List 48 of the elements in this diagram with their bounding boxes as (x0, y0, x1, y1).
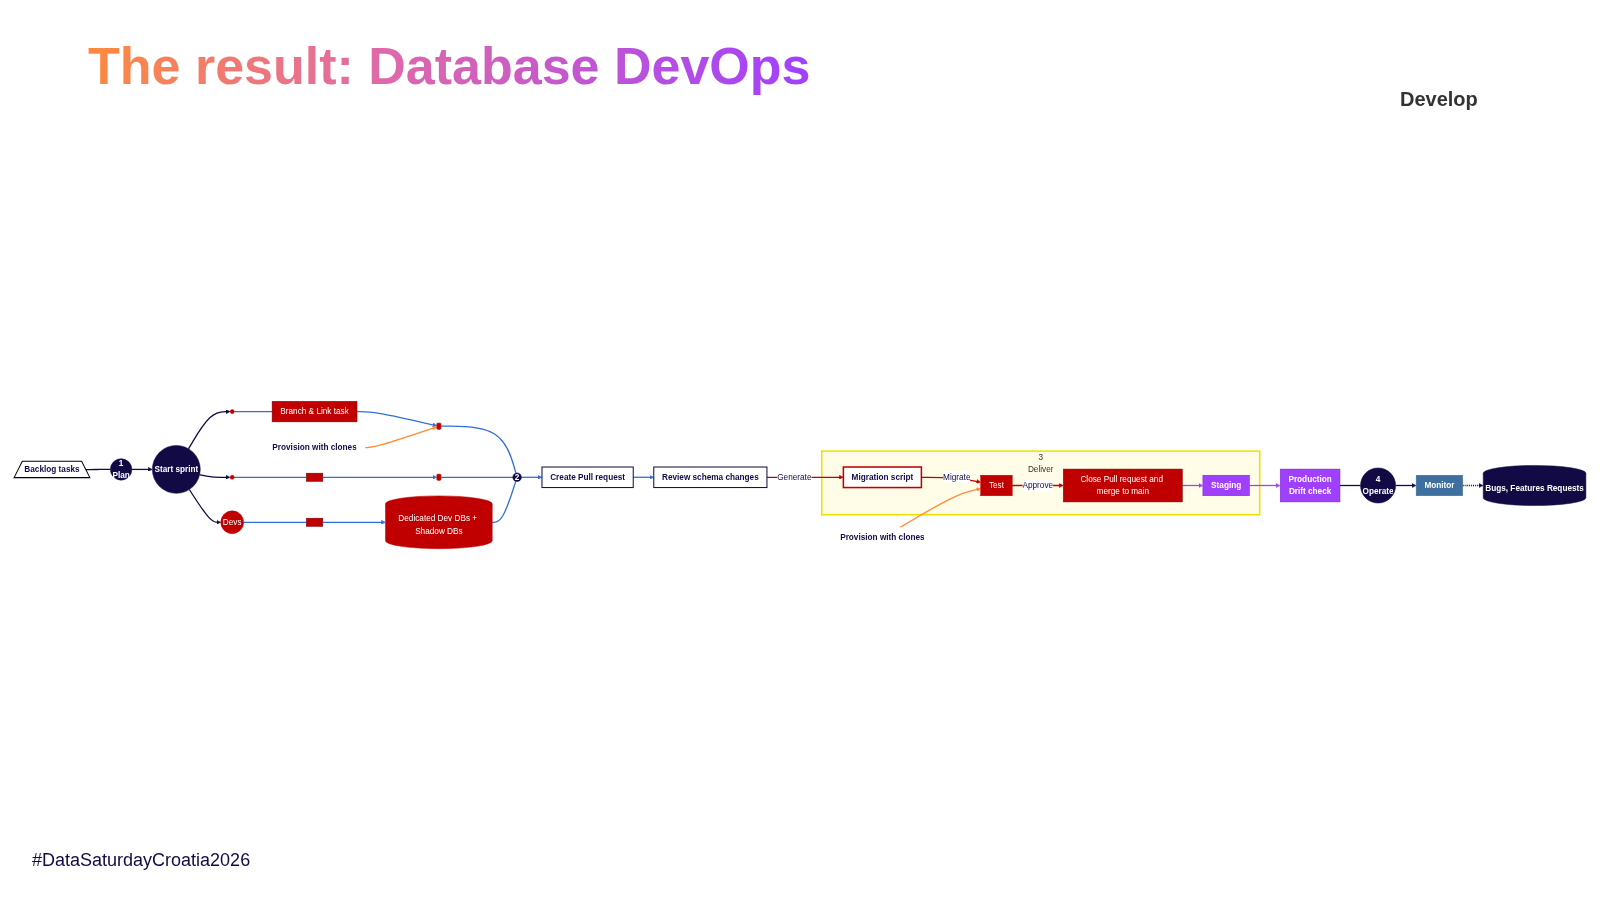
edge-label: Approve (1022, 480, 1054, 490)
arrow (322, 475, 437, 480)
node-folder (306, 472, 323, 482)
arrow (1395, 483, 1417, 488)
connector (1339, 484, 1362, 487)
connector (440, 425, 517, 474)
arrow (1181, 483, 1204, 488)
node-box: Close Pull request and merge to main (1063, 468, 1183, 503)
node-box: Production Drift check (1279, 468, 1341, 503)
node-box: Monitor (1415, 474, 1463, 496)
connector (85, 468, 112, 471)
node-circle: 2 (512, 472, 522, 482)
node-box: Branch & Link task (271, 401, 358, 423)
node-box: Migration script (842, 466, 923, 489)
connector (233, 476, 307, 478)
arrow (356, 410, 437, 428)
connector (440, 476, 514, 478)
node-text: Provision with clones (840, 533, 925, 542)
arrow (199, 474, 231, 480)
node-circle: 1 Plan (110, 458, 133, 481)
edge-label: Generate (777, 472, 812, 482)
node-circle: Start sprint (152, 445, 201, 494)
arrow (188, 488, 221, 525)
arrow (131, 467, 153, 472)
node-circle: 4 Operate (1360, 467, 1396, 504)
node-box: Staging (1202, 474, 1250, 496)
arrow (322, 520, 386, 525)
node-box: Create Pull request (541, 466, 634, 489)
edge-label: Migrate (943, 472, 971, 482)
arrow (899, 487, 981, 529)
node-folder (306, 517, 323, 527)
node-text: Provision with clones (272, 442, 357, 452)
node-circle: Devs (220, 510, 244, 534)
node-person (229, 474, 235, 480)
section-heading: Develop (1400, 88, 1478, 111)
connector (491, 480, 517, 523)
connector (242, 521, 307, 523)
node-cylinder (436, 422, 442, 430)
arrow (1462, 483, 1484, 488)
node-box: Test (980, 474, 1013, 496)
connector (233, 410, 273, 413)
arrow (1248, 483, 1281, 488)
node-cylinder (436, 473, 442, 481)
arrow (187, 409, 231, 450)
node-box: Review schema changes (653, 466, 768, 489)
node-person (229, 409, 235, 414)
arrow (364, 426, 437, 449)
footer-hashtag: #DataSaturdayCroatia2026 (32, 850, 251, 871)
